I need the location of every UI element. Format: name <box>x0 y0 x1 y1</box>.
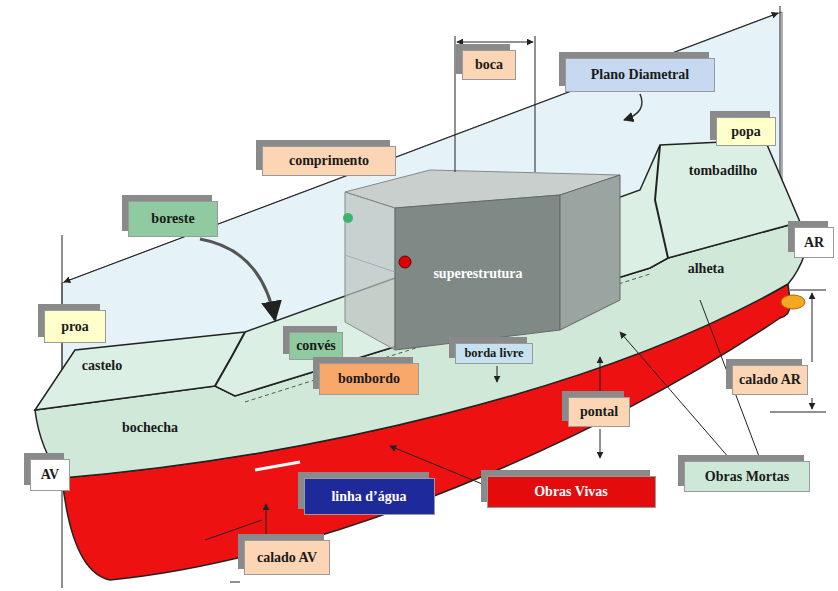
superstructure-edge <box>345 255 395 272</box>
depth-dimension <box>600 429 601 458</box>
depth-dimension <box>600 357 601 395</box>
label-box: comprimento <box>262 146 396 176</box>
fwd-draft-dimension <box>266 504 267 534</box>
pointer-arrow <box>316 362 317 380</box>
aft-draft-dimension <box>812 293 813 362</box>
draft-extension <box>205 520 262 540</box>
length-dimension <box>64 13 778 282</box>
starboard-light <box>343 213 353 223</box>
box-label: pontal <box>580 404 618 420</box>
forecastle-break <box>215 332 245 386</box>
box-label: boca <box>475 57 503 73</box>
draft-extension <box>790 290 826 291</box>
box-label: popa <box>731 124 761 140</box>
box-label: convés <box>296 338 336 354</box>
beam-extension <box>455 36 456 172</box>
poop-break <box>655 145 668 258</box>
label-box: pontal <box>568 397 630 427</box>
box-label: calado AV <box>257 550 317 566</box>
superstructure-front <box>395 195 560 350</box>
label-box: AR <box>794 227 834 258</box>
part-name: castelo <box>82 358 122 374</box>
label-box: boca <box>462 50 516 80</box>
box-label: boreste <box>151 211 194 227</box>
box-label: borda livre <box>464 346 523 361</box>
label-box: popa <box>716 117 776 146</box>
part-name: tombadilho <box>689 163 757 179</box>
deck <box>35 140 800 410</box>
box-label: linha d’água <box>331 489 406 505</box>
superstructure-side <box>345 192 395 350</box>
label-box: Obras Vivas <box>487 476 656 508</box>
label-box: bombordo <box>319 363 419 395</box>
box-label: calado AR <box>739 372 801 388</box>
label-box: Obras Mortas <box>684 461 810 492</box>
box-label: proa <box>61 319 89 335</box>
pointer-arrow <box>200 239 275 320</box>
pointer-arrow <box>624 94 642 120</box>
label-box: calado AR <box>732 365 808 395</box>
box-label: AV <box>41 467 59 483</box>
label-box: borda livre <box>455 343 533 364</box>
label-box: calado AV <box>244 540 330 575</box>
draft-extension <box>230 582 240 583</box>
port-light <box>399 256 411 268</box>
part-name: alheta <box>688 261 725 277</box>
draft-extension <box>770 412 826 413</box>
box-label: AR <box>804 235 824 251</box>
beam-extension <box>535 36 536 172</box>
box-label: comprimento <box>289 153 369 169</box>
part-name: bochecha <box>122 420 178 436</box>
label-box: linha d’água <box>304 478 435 515</box>
aft-draft-dimension <box>812 398 813 409</box>
beam-dimension <box>457 42 533 43</box>
box-label: Plano Diametral <box>591 67 689 83</box>
label-box: boreste <box>128 201 218 237</box>
rudder <box>781 295 805 309</box>
label-box: convés <box>289 332 343 360</box>
part-name: superestrutura <box>433 266 522 282</box>
superstructure-face <box>560 175 620 330</box>
label-box: Plano Diametral <box>565 58 715 92</box>
box-label: Obras Mortas <box>705 469 789 485</box>
waterline-mark <box>255 462 300 470</box>
pointer-arrow <box>620 332 730 459</box>
box-label: Obras Vivas <box>534 484 608 500</box>
label-box: proa <box>44 310 106 343</box>
freeboard-dimension <box>497 366 498 382</box>
label-box: AV <box>30 459 70 491</box>
box-label: bombordo <box>338 371 400 387</box>
